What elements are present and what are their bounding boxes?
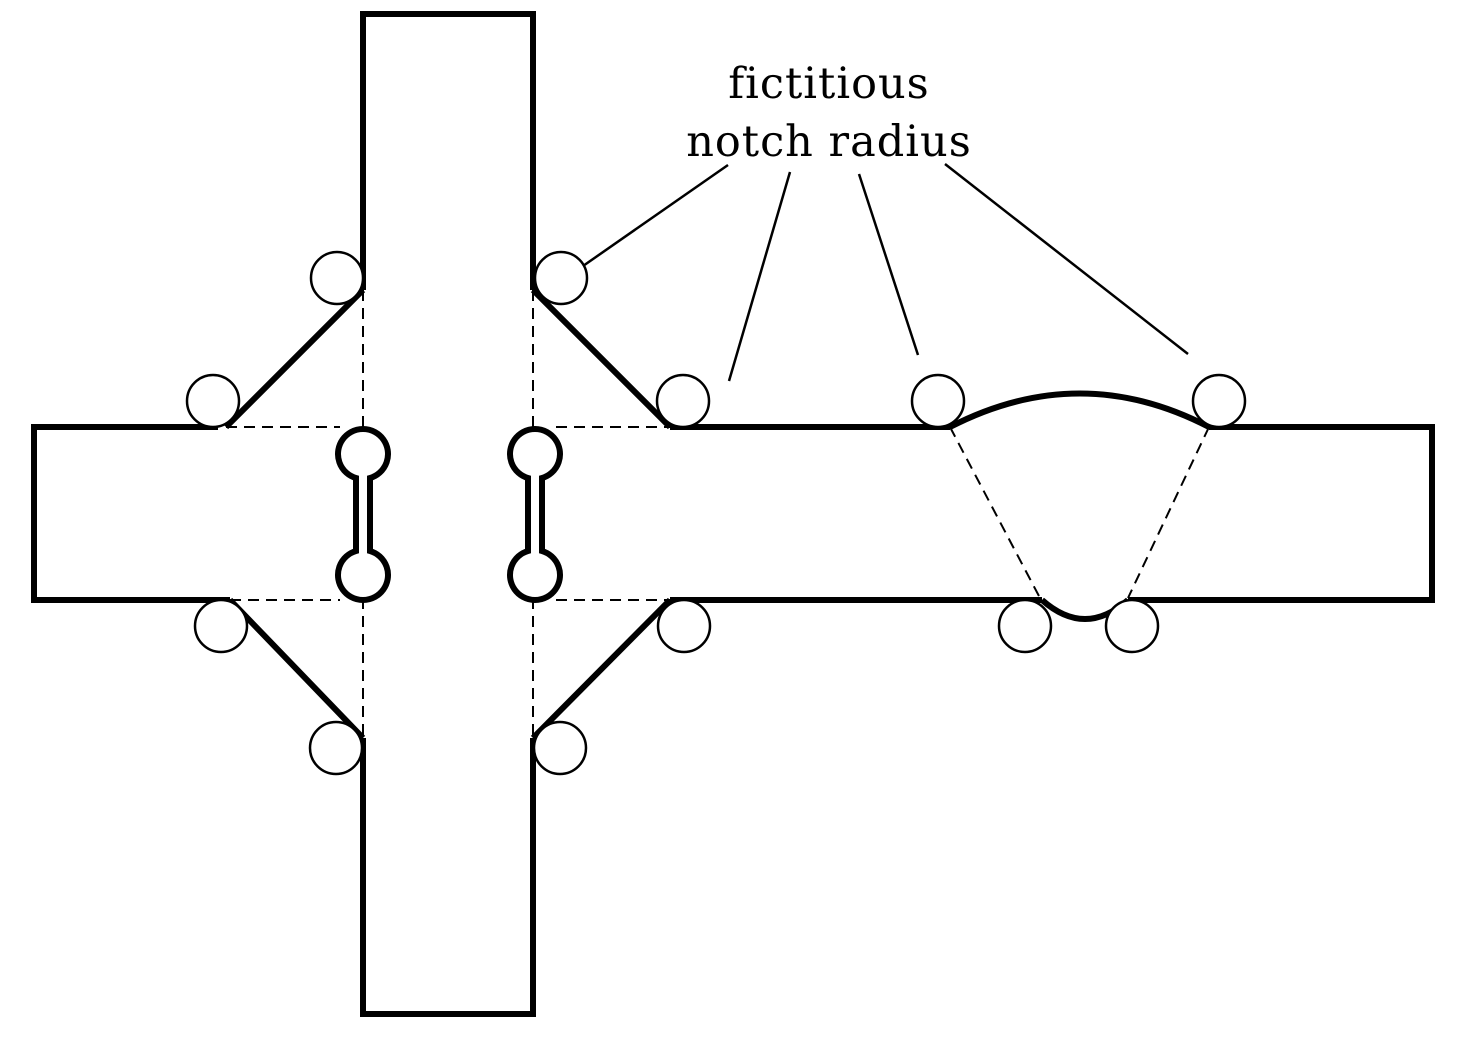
notch-circles <box>185 250 1247 776</box>
weld-boundaries <box>226 290 1210 738</box>
notch-circle <box>309 250 365 306</box>
fillet-welds <box>223 287 673 741</box>
notch-circle <box>997 598 1053 654</box>
notch-circle <box>1104 598 1160 654</box>
notch-circle <box>193 598 249 654</box>
annotation-line-2: notch radius <box>686 117 972 167</box>
notch-circle <box>655 373 711 429</box>
butt-weld <box>948 390 1211 622</box>
notch-circle <box>532 720 588 776</box>
notch-circle <box>656 598 712 654</box>
notch-circle <box>308 720 364 776</box>
vertical-plate <box>360 11 536 1017</box>
notch-circle <box>185 373 241 429</box>
leader-lines <box>582 163 1189 382</box>
left-root-slot <box>335 426 391 603</box>
notch-circle <box>533 250 589 306</box>
horizontal-plate <box>31 424 1435 603</box>
root-gap-slots <box>335 426 563 603</box>
annotation-line-1: fictitious <box>728 59 929 109</box>
right-root-slot <box>507 426 563 603</box>
notch-circle <box>910 373 966 429</box>
notch-circle <box>1191 373 1247 429</box>
